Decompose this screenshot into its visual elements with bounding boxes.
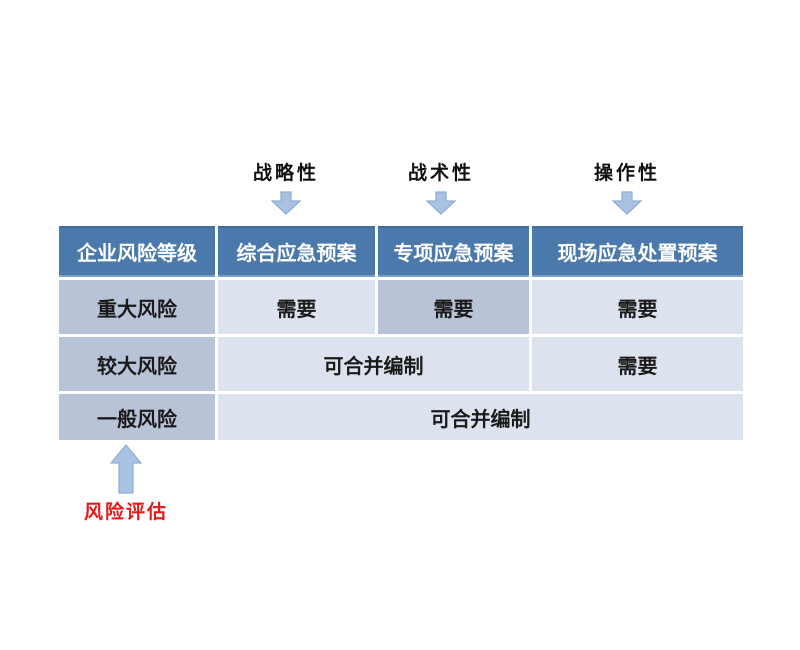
table-header-comprehensive-plan: 综合应急预案 (218, 226, 375, 277)
annotation-strategic-label: 战略性 (252, 163, 320, 184)
up-arrow-icon (109, 444, 142, 494)
annotation-risk-assessment: 风险评估 (84, 444, 168, 524)
table-cell-major-onsite: 需要 (532, 280, 743, 334)
table-row-general-level: 一般风险 (59, 394, 215, 440)
table-header-onsite-plan: 现场应急处置预案 (532, 226, 743, 277)
table-cell-general-merged: 可合并编制 (218, 394, 743, 440)
annotation-tactical: 战术性 (408, 158, 474, 215)
table-row-larger-level: 较大风险 (59, 337, 215, 391)
annotation-strategic: 战略性 (253, 158, 319, 215)
annotation-operational-label: 操作性 (593, 163, 661, 184)
table-cell-larger-onsite: 需要 (532, 337, 743, 391)
table-cell-larger-merged: 可合并编制 (218, 337, 529, 391)
table-header-risk-level: 企业风险等级 (59, 226, 215, 277)
down-arrow-icon (270, 191, 301, 215)
risk-plan-table: 企业风险等级 综合应急预案 专项应急预案 现场应急处置预案 重大风险 需要 需要… (59, 226, 743, 440)
annotation-operational: 操作性 (594, 158, 660, 215)
annotation-risk-assessment-label: 风险评估 (83, 502, 169, 523)
down-arrow-icon (425, 191, 456, 215)
down-arrow-icon (611, 191, 642, 215)
table-row-major-level: 重大风险 (59, 280, 215, 334)
table-cell-major-comprehensive: 需要 (218, 280, 375, 334)
table-cell-major-special: 需要 (378, 280, 529, 334)
table-header-special-plan: 专项应急预案 (378, 226, 529, 277)
annotation-tactical-label: 战术性 (407, 163, 475, 184)
